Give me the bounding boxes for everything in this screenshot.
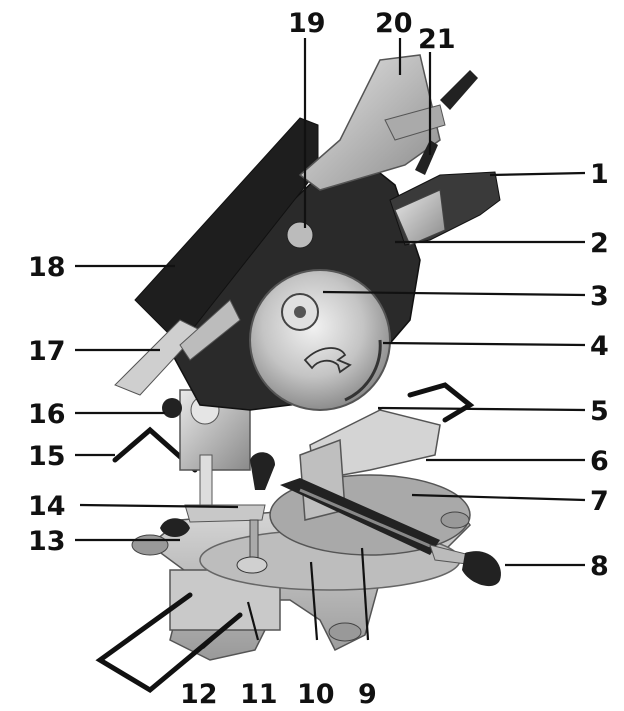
callout-labels: 1 2 3 4 5 6 7 8 9 10 11 12 13 14 15 16 1… [28, 8, 609, 710]
callout-15: 15 [28, 441, 66, 472]
leader-10 [309, 561, 319, 641]
callout-20: 20 [375, 8, 413, 39]
callout-3: 3 [590, 281, 609, 312]
callout-19: 19 [288, 8, 326, 39]
leader-lines [75, 38, 586, 649]
leader-7 [411, 493, 586, 502]
callout-1: 1 [590, 159, 609, 190]
upper-table [114, 54, 478, 396]
callout-17: 17 [28, 336, 66, 367]
callout-5: 5 [590, 396, 609, 427]
saw-base [131, 474, 471, 661]
callout-12: 12 [180, 679, 218, 710]
callout-4: 4 [590, 331, 609, 362]
leader-11 [246, 601, 260, 641]
callout-6: 6 [590, 446, 609, 477]
callout-7: 7 [590, 486, 609, 517]
leader-4 [382, 341, 586, 347]
callout-10: 10 [297, 679, 335, 710]
callout-21: 21 [418, 24, 456, 55]
callout-9: 9 [358, 679, 377, 710]
leader-1 [489, 171, 586, 177]
callout-14: 14 [28, 491, 66, 522]
callout-2: 2 [590, 228, 609, 259]
callout-8: 8 [590, 551, 609, 582]
saw-blade [249, 269, 391, 411]
callout-18: 18 [28, 252, 66, 283]
leader-3 [322, 290, 586, 297]
leader-9 [360, 547, 370, 641]
callout-13: 13 [28, 526, 66, 557]
leader-5 [377, 406, 586, 412]
callout-16: 16 [28, 399, 66, 430]
miter-handle [429, 544, 501, 587]
callout-11: 11 [240, 679, 278, 710]
miter-arm [280, 478, 440, 555]
leader-12 [202, 639, 213, 649]
leader-14 [79, 503, 239, 509]
